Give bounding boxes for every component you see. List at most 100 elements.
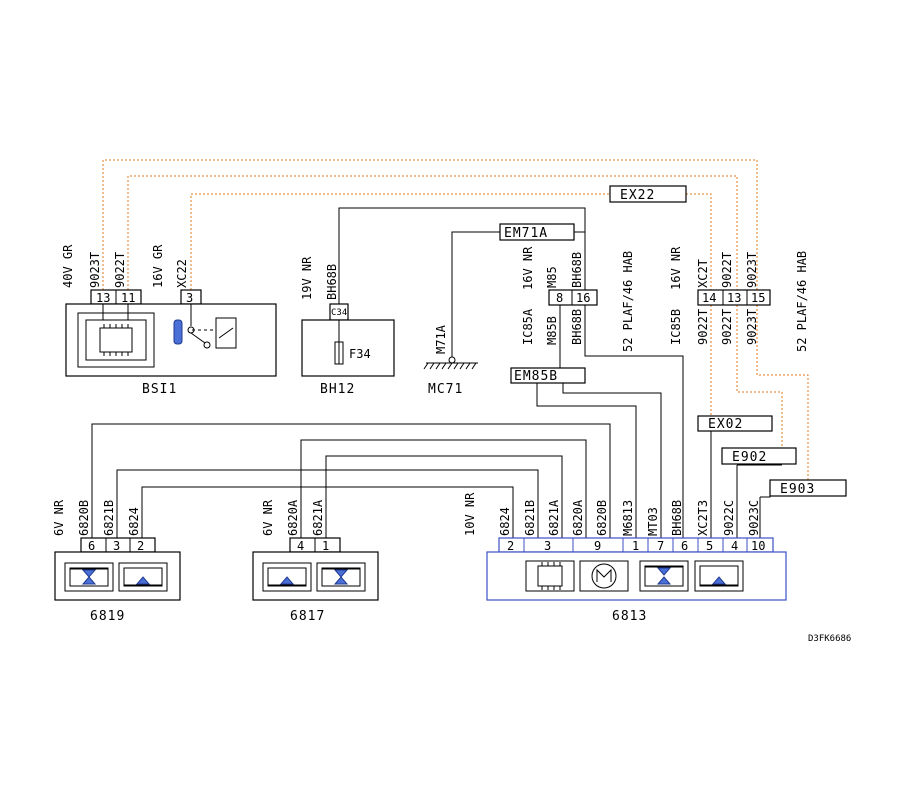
c6813-pin-3: 3 bbox=[544, 539, 551, 553]
ic85b-label: IC85B bbox=[669, 309, 683, 345]
bh12-pin: C34 bbox=[331, 308, 347, 318]
wire-m85-label: M85 bbox=[545, 266, 559, 288]
component-6813: 2 3 9 1 7 6 5 4 10 bbox=[463, 492, 787, 624]
splice-e903 bbox=[769, 479, 847, 497]
plaf-label-b: 52 PLAF/46 HAB bbox=[795, 251, 809, 352]
c6813-pin-7: 7 bbox=[657, 539, 664, 553]
bsi-wire-labels: 40V GR 9023T 9022T 16V GR XC22 bbox=[61, 244, 189, 288]
c6813-wire-1: 6824 bbox=[498, 507, 512, 536]
c6819-wire-2: 6821B bbox=[102, 500, 116, 536]
bsi-connector-a-label: 40V GR bbox=[61, 244, 75, 288]
harness-lines bbox=[102, 159, 809, 482]
wires bbox=[91, 207, 782, 538]
plaf-label-a: 52 PLAF/46 HAB bbox=[621, 251, 635, 352]
c6813-pin-1: 1 bbox=[632, 539, 639, 553]
ic85b-pin-13: 13 bbox=[727, 291, 741, 305]
bsi-label: BSI1 bbox=[142, 382, 177, 397]
c6813-wire-10: 9022C bbox=[722, 500, 736, 536]
c6817-pin-4: 4 bbox=[297, 539, 304, 553]
wire-m85b-label: M85B bbox=[545, 316, 559, 345]
component-6817: 4 1 6817 6V NR 6820A 6821A bbox=[252, 499, 379, 624]
c6813-pin-10: 10 bbox=[751, 539, 765, 553]
c6819-pin-6: 6 bbox=[88, 539, 95, 553]
chip-icon-6813 bbox=[525, 560, 575, 592]
c6813-wire-9: XC2T3 bbox=[696, 500, 710, 536]
splices: EX22 EM71A EM85B EX02 E902 E903 bbox=[499, 185, 847, 497]
mc71-label: MC71 bbox=[428, 382, 463, 397]
splice-em71a-label: EM71A bbox=[504, 226, 548, 241]
c6819-conn-label: 6V NR bbox=[52, 499, 66, 536]
switch-down-icon-6813 bbox=[639, 560, 689, 592]
c6817-pin-1: 1 bbox=[322, 539, 329, 553]
bsi-box bbox=[65, 303, 277, 377]
c6817-wire-2: 6821A bbox=[311, 499, 325, 536]
c6819-label: 6819 bbox=[90, 609, 125, 624]
ic85a-pin-8: 8 bbox=[556, 291, 563, 305]
switch-up-icon-6813 bbox=[694, 560, 744, 592]
splice-em71a bbox=[499, 223, 575, 241]
fuse-label: F34 bbox=[349, 347, 371, 361]
bsi-connector-b-label: 16V GR bbox=[151, 244, 165, 288]
c6813-wire-8: BH68B bbox=[670, 500, 684, 536]
c6813-wire-3: 6821A bbox=[547, 499, 561, 536]
c6817-label: 6817 bbox=[290, 609, 325, 624]
ic85b-connector: 14 13 15 IC85B 16V NR XC2T 9022T 9023T 9… bbox=[669, 246, 809, 352]
chip-icon bbox=[99, 324, 133, 356]
ic85b-pin-15: 15 bbox=[751, 291, 765, 305]
motor-icon bbox=[579, 560, 629, 592]
wire-xc2t-label: XC2T bbox=[696, 259, 710, 288]
switch-down-icon-6817 bbox=[316, 562, 366, 592]
splice-e902-label: E902 bbox=[732, 450, 767, 465]
c6817-conn-label: 6V NR bbox=[261, 499, 275, 536]
splice-e903-label: E903 bbox=[780, 482, 815, 497]
relay-icon bbox=[173, 304, 237, 349]
c6813-pin-2: 2 bbox=[507, 539, 514, 553]
c6819-wire-1: 6820B bbox=[77, 500, 91, 536]
c6813-pin-4: 4 bbox=[731, 539, 738, 553]
splice-e902 bbox=[721, 447, 797, 465]
wire-9022t-label-d: 9022T bbox=[720, 309, 734, 345]
bsi1-component: 13 11 3 BSI1 bbox=[65, 289, 277, 397]
wire-xc22-label: XC22 bbox=[175, 259, 189, 288]
splice-ex22 bbox=[609, 185, 687, 203]
wire-9022t-label-c: 9022T bbox=[696, 309, 710, 345]
wire-9023t-label: 9023T bbox=[88, 252, 102, 288]
bh12-label: BH12 bbox=[320, 382, 355, 397]
wire-m71a-label: M71A bbox=[434, 324, 448, 354]
c6813-wire-6: M6813 bbox=[621, 500, 635, 536]
bh12-box bbox=[301, 319, 395, 377]
c6819-wire-3: 6824 bbox=[127, 507, 141, 536]
ic85b-pin-14: 14 bbox=[702, 291, 716, 305]
c6813-box bbox=[486, 551, 787, 601]
c6819-box bbox=[54, 551, 181, 601]
bh12-connector-label: 19V NR bbox=[300, 256, 314, 300]
splice-ex22-label: EX22 bbox=[620, 188, 655, 203]
ic85a-connector: 8 16 IC85A 16V NR M85 BH68B M85B BH68B 5… bbox=[521, 246, 635, 352]
c6813-wire-4: 6820A bbox=[571, 499, 585, 536]
switch-down-icon bbox=[64, 562, 114, 592]
wire-bh68b-label-b: BH68B bbox=[570, 252, 584, 288]
bh12-component: C34 F34 BH12 19V NR BH68B bbox=[300, 256, 395, 397]
reference-code: D3FK6686 bbox=[808, 634, 851, 644]
switch-up-icon bbox=[118, 562, 168, 592]
bsi-pin-13: 13 bbox=[96, 291, 110, 305]
splice-ex02-label: EX02 bbox=[708, 417, 743, 432]
c6819-pin-2: 2 bbox=[137, 539, 144, 553]
bsi-ecu-outer bbox=[77, 312, 155, 368]
wire-9023t-label-c: 9023T bbox=[745, 309, 759, 345]
ic85a-pin-16: 16 bbox=[576, 291, 590, 305]
c6819-pin-3: 3 bbox=[113, 539, 120, 553]
c6813-label: 6813 bbox=[612, 609, 647, 624]
mc71-ground: M71A MC71 bbox=[423, 324, 478, 397]
bsi-pin-11: 11 bbox=[121, 291, 135, 305]
c6813-wire-2: 6821B bbox=[523, 500, 537, 536]
c6813-wire-11: 9023C bbox=[747, 500, 761, 536]
splice-ex02 bbox=[697, 415, 773, 432]
splice-em85b bbox=[510, 367, 586, 384]
wire-9023t-label-b: 9023T bbox=[745, 252, 759, 288]
ic85a-conn-label: 16V NR bbox=[521, 246, 535, 290]
c6813-pin-5: 5 bbox=[706, 539, 713, 553]
ic85b-conn-label: 16V NR bbox=[669, 246, 683, 290]
bsi-pin-3: 3 bbox=[186, 291, 193, 305]
c6817-wire-1: 6820A bbox=[286, 499, 300, 536]
